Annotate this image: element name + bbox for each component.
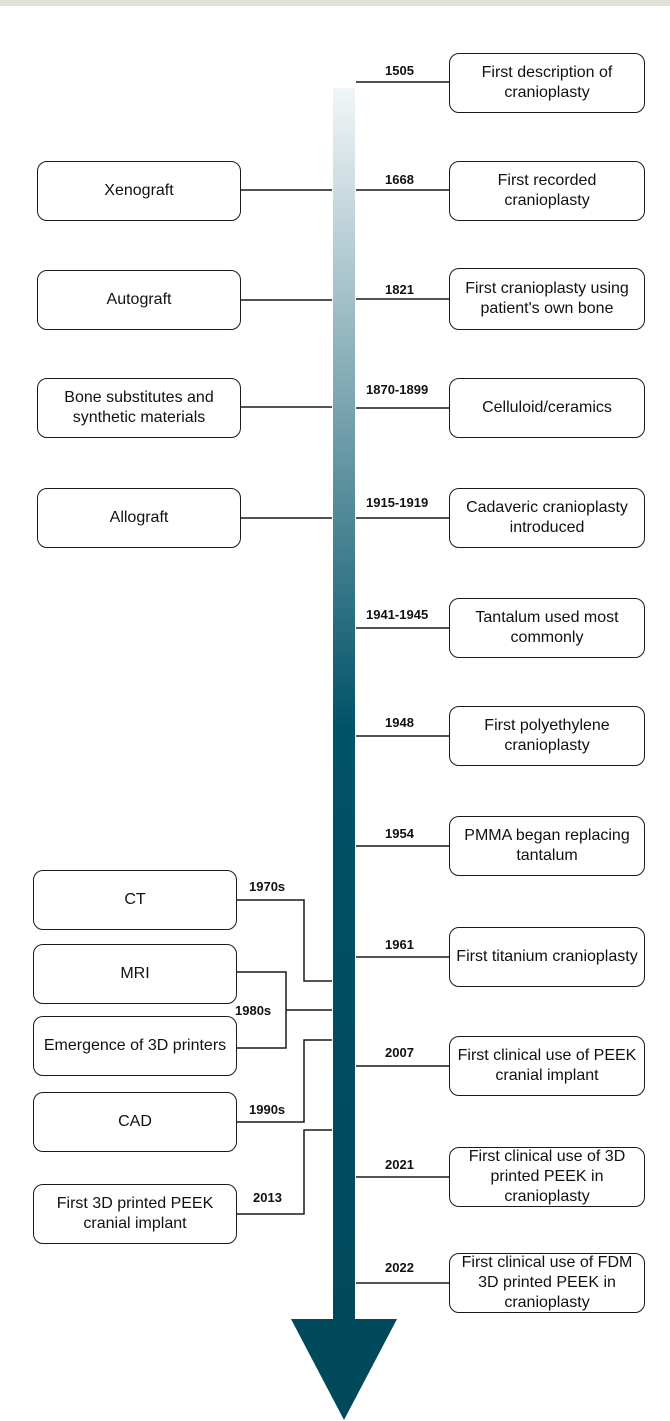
material-box: Autograft xyxy=(37,270,241,330)
event-year: 1961 xyxy=(385,937,414,952)
material-box: Allograft xyxy=(37,488,241,548)
top-border xyxy=(0,0,670,6)
technology-year: 1990s xyxy=(249,1102,286,1117)
connector-lines xyxy=(237,81,449,1284)
event-box: PMMA began replacing tantalum xyxy=(449,816,645,876)
timeline-arrow-shaft xyxy=(333,88,355,1320)
technology-box: CAD xyxy=(33,1092,237,1152)
technology-year: 2013 xyxy=(253,1190,282,1205)
technology-box: Emergence of 3D printers xyxy=(33,1016,237,1076)
connector-line xyxy=(237,1039,332,1123)
technology-box: MRI xyxy=(33,944,237,1004)
connector-line xyxy=(237,1129,332,1215)
material-box: Xenograft xyxy=(37,161,241,221)
event-year: 1941-1945 xyxy=(366,607,429,622)
event-box: First clinical use of 3D printed PEEK in… xyxy=(449,1147,645,1207)
event-year: 2021 xyxy=(385,1157,414,1172)
event-year: 2007 xyxy=(385,1045,414,1060)
event-box: First clinical use of PEEK cranial impla… xyxy=(449,1036,645,1096)
technology-year: 1980s xyxy=(235,1003,272,1018)
event-year: 1870-1899 xyxy=(366,382,429,397)
event-year: 1668 xyxy=(385,172,414,187)
event-box: First cranioplasty using patient's own b… xyxy=(449,268,645,330)
event-box: Cadaveric cranioplasty introduced xyxy=(449,488,645,548)
event-box: First description of cranioplasty xyxy=(449,53,645,113)
event-box: First recorded cranioplasty xyxy=(449,161,645,221)
connector-line xyxy=(237,899,332,982)
event-year: 1915-1919 xyxy=(366,495,429,510)
event-year: 1948 xyxy=(385,715,414,730)
technology-box: CT xyxy=(33,870,237,930)
timeline-arrow-head xyxy=(291,1319,397,1420)
material-box: Bone substitutes and synthetic materials xyxy=(37,378,241,438)
event-year: 1821 xyxy=(385,282,414,297)
event-year: 1505 xyxy=(385,63,414,78)
event-box: First clinical use of FDM 3D printed PEE… xyxy=(449,1253,645,1313)
event-year: 1954 xyxy=(385,826,414,841)
event-box: First polyethylene cranioplasty xyxy=(449,706,645,766)
event-box: Tantalum used most commonly xyxy=(449,598,645,658)
technology-year: 1970s xyxy=(249,879,286,894)
event-year: 2022 xyxy=(385,1260,414,1275)
technology-box: First 3D printed PEEK cranial implant xyxy=(33,1184,237,1244)
event-box: First titanium cranioplasty xyxy=(449,927,645,987)
event-box: Celluloid/ceramics xyxy=(449,378,645,438)
